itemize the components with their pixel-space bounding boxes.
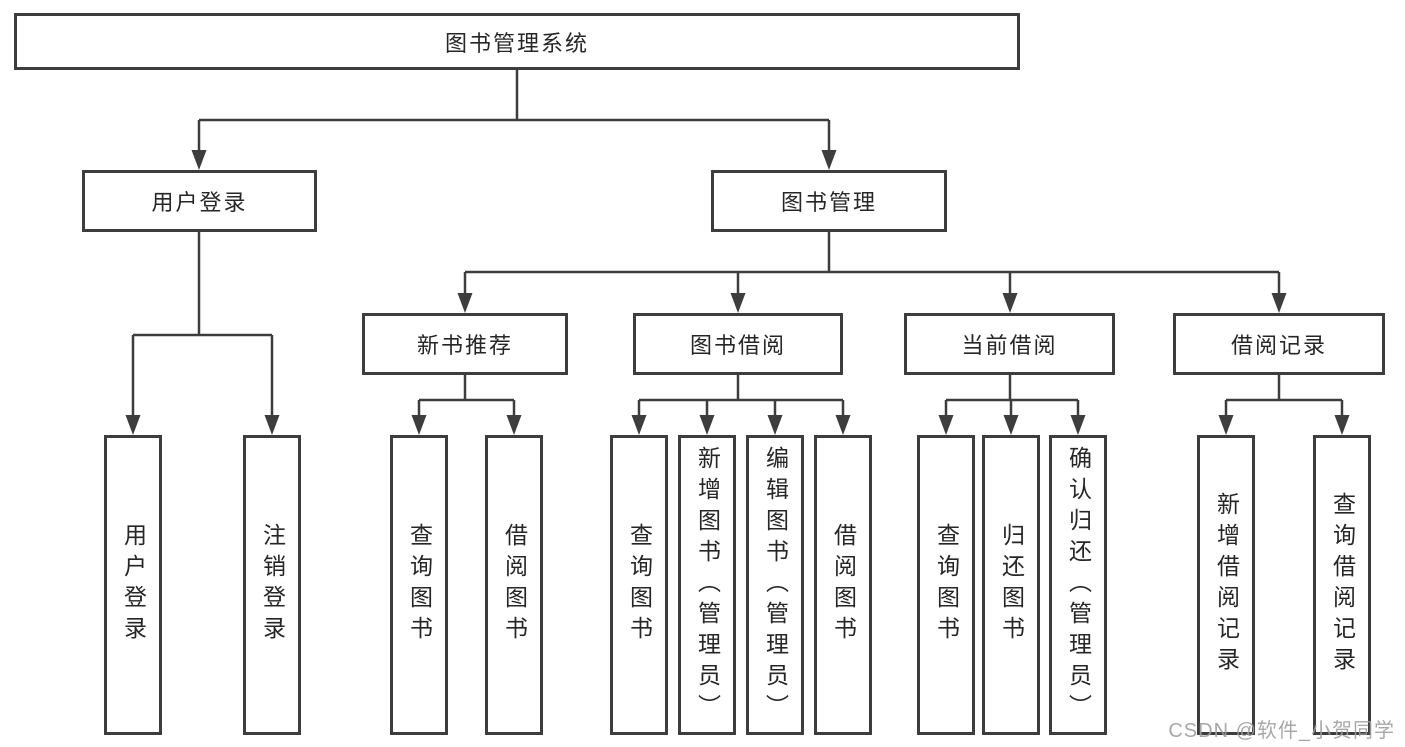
leaf-borrow-add-books-admin: 新增图书（管理员） <box>678 435 736 735</box>
leaf-label: 借阅图书 <box>501 523 528 647</box>
leaf-label: 新增借阅记录 <box>1213 492 1240 678</box>
leaf-label: 查询图书 <box>406 523 433 647</box>
csdn-watermark: CSDN @软件_小贺同学 <box>1168 720 1395 742</box>
leaf-label: 确认归还（管理员） <box>1065 445 1092 725</box>
leaf-current-return-books: 归还图书 <box>982 435 1040 735</box>
leaf-label: 编辑图书（管理员） <box>762 445 789 725</box>
leaf-label: 新增图书（管理员） <box>694 445 721 725</box>
leaf-records-add-record: 新增借阅记录 <box>1197 435 1255 735</box>
leaf-borrow-query-books: 查询图书 <box>610 435 668 735</box>
leaf-logout: 注销登录 <box>243 435 301 735</box>
leaf-label: 借阅图书 <box>830 523 857 647</box>
leaf-current-confirm-return-admin: 确认归还（管理员） <box>1049 435 1107 735</box>
leaf-borrow-borrow-books: 借阅图书 <box>814 435 872 735</box>
leaf-records-query-record: 查询借阅记录 <box>1313 435 1371 735</box>
leaf-user-login: 用户登录 <box>104 435 162 735</box>
node-book-management: 图书管理 <box>711 170 947 232</box>
leaf-label: 查询图书 <box>933 523 960 647</box>
leaf-label: 查询借阅记录 <box>1329 492 1356 678</box>
arrowheads <box>125 150 1350 435</box>
leaf-recommend-query-books: 查询图书 <box>390 435 448 735</box>
leaf-label: 归还图书 <box>998 523 1025 647</box>
leaf-recommend-borrow-books: 借阅图书 <box>485 435 543 735</box>
leaf-label: 查询图书 <box>626 523 653 647</box>
node-current-borrow: 当前借阅 <box>904 313 1115 375</box>
node-user-login: 用户登录 <box>82 170 317 232</box>
node-new-book-recommend: 新书推荐 <box>362 313 568 375</box>
leaf-current-query-books: 查询图书 <box>917 435 975 735</box>
node-borrow-records: 借阅记录 <box>1173 313 1385 375</box>
leaf-borrow-edit-books-admin: 编辑图书（管理员） <box>746 435 804 735</box>
leaf-label: 注销登录 <box>259 523 286 647</box>
node-book-borrow: 图书借阅 <box>633 313 843 375</box>
leaf-label: 用户登录 <box>120 523 147 647</box>
node-library-management-system: 图书管理系统 <box>14 13 1020 70</box>
